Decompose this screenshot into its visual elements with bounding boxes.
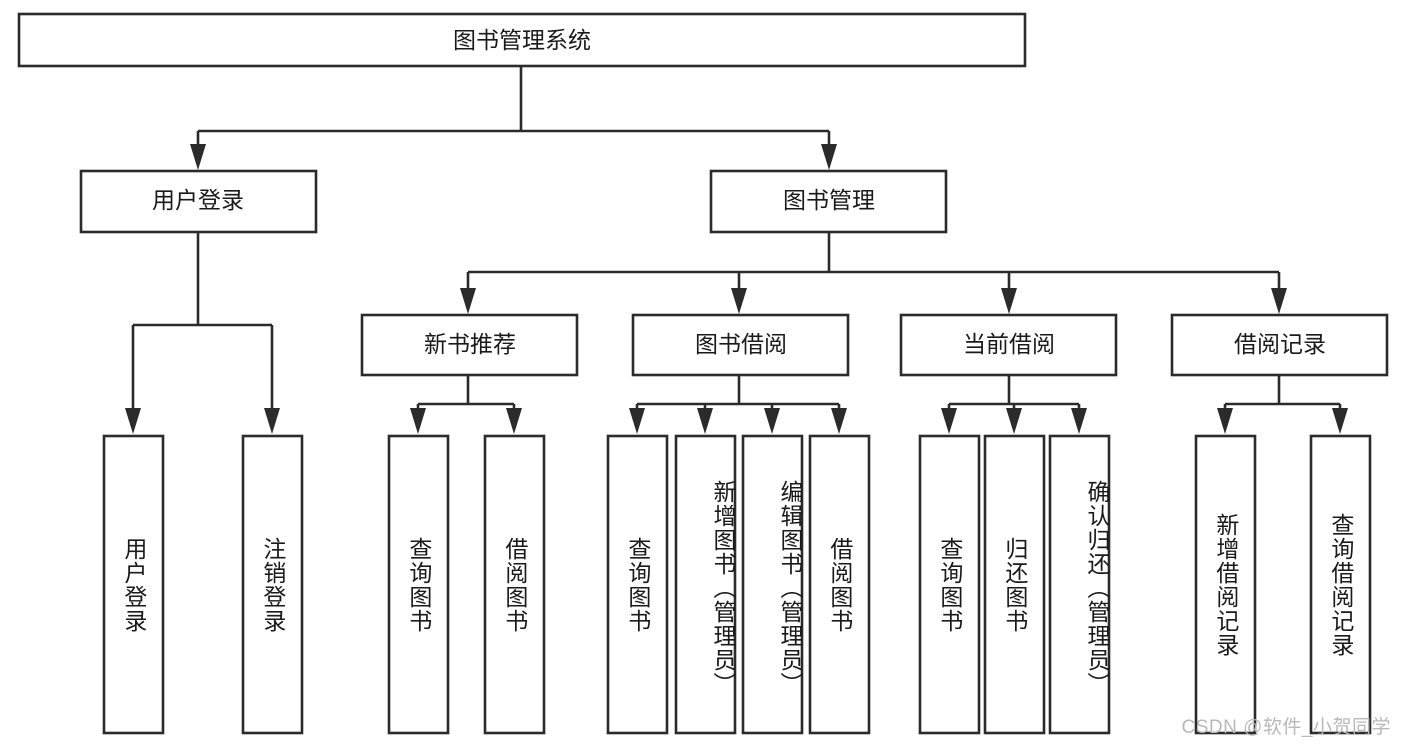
leaf-box-borrow-3[interactable] — [741, 434, 804, 735]
arrowhead-current-leaf3 — [1071, 408, 1087, 434]
leaf-box-record-2[interactable] — [1309, 434, 1372, 735]
arrowhead-borrow-leaf2 — [697, 408, 713, 434]
node-borrow-record-label: 借阅记录 — [1234, 331, 1326, 357]
node-new-book-recommend-box[interactable] — [360, 313, 579, 377]
node-current-borrow[interactable]: 当前借阅 — [899, 313, 1118, 377]
node-book-management[interactable]: 图书管理 — [709, 169, 948, 234]
node-book-management-box[interactable] — [709, 169, 948, 234]
leaf-box-borrow-1[interactable] — [606, 434, 669, 735]
leaf-box-group — [102, 434, 1372, 735]
node-book-borrow-label: 图书借阅 — [695, 331, 787, 357]
node-root-box[interactable] — [17, 12, 1027, 68]
node-user-login-label: 用户登录 — [152, 187, 244, 213]
leaf-box-newbook-2[interactable] — [483, 434, 546, 735]
leaf-box-current-1[interactable] — [918, 434, 981, 735]
leaf-box-current-3[interactable] — [1048, 434, 1111, 735]
node-current-borrow-label: 当前借阅 — [963, 331, 1055, 357]
node-book-management-label: 图书管理 — [783, 187, 875, 213]
leaf-box-borrow-2[interactable] — [674, 434, 737, 735]
arrowhead-current-leaf1 — [941, 408, 957, 434]
node-current-borrow-box[interactable] — [899, 313, 1118, 377]
arrowhead-l3b — [731, 288, 747, 314]
leaf-box-user-login-2[interactable] — [241, 434, 304, 735]
leaf-box-newbook-1[interactable] — [387, 434, 450, 735]
node-new-book-recommend[interactable]: 新书推荐 — [360, 313, 579, 377]
node-user-login[interactable]: 用户登录 — [79, 169, 318, 234]
arrowhead-userlogin-leaf2 — [264, 408, 280, 434]
node-new-book-recommend-label: 新书推荐 — [424, 331, 516, 357]
node-book-borrow[interactable]: 图书借阅 — [631, 313, 850, 377]
arrowhead-bookmgmt — [821, 144, 837, 170]
arrowhead-l3d — [1271, 288, 1287, 314]
leaf-box-user-login-1[interactable] — [102, 434, 165, 735]
arrowhead-userlogin-leaf1 — [125, 408, 141, 434]
arrowhead-userlogin — [190, 144, 206, 170]
leaf-box-borrow-4[interactable] — [808, 434, 871, 735]
node-root-label: 图书管理系统 — [453, 27, 591, 53]
arrowhead-newbook-leaf2 — [506, 408, 522, 434]
arrowhead-current-leaf2 — [1006, 408, 1022, 434]
arrowhead-record-leaf1 — [1217, 408, 1233, 434]
node-borrow-record-box[interactable] — [1170, 313, 1389, 377]
node-user-login-box[interactable] — [79, 169, 318, 234]
arrowhead-borrow-leaf3 — [764, 408, 780, 434]
node-book-borrow-box[interactable] — [631, 313, 850, 377]
arrowhead-record-leaf2 — [1332, 408, 1348, 434]
watermark-text: CSDN @软件_小贺同学 — [1181, 717, 1391, 738]
arrowhead-l3c — [1001, 288, 1017, 314]
connector-group — [125, 66, 1348, 434]
arrowhead-newbook-leaf1 — [410, 408, 426, 434]
leaf-box-current-2[interactable] — [983, 434, 1046, 735]
leaf-box-record-1[interactable] — [1194, 434, 1257, 735]
arrowhead-borrow-leaf4 — [831, 408, 847, 434]
arrowhead-borrow-leaf1 — [629, 408, 645, 434]
arrowhead-l3a — [460, 288, 476, 314]
node-borrow-record[interactable]: 借阅记录 — [1170, 313, 1389, 377]
node-root[interactable]: 图书管理系统 — [17, 12, 1027, 68]
